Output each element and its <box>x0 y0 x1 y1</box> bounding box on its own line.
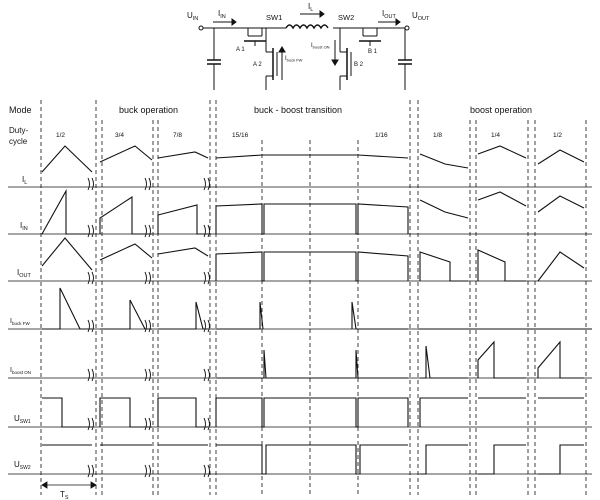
duty-6: 1/8 <box>433 132 442 139</box>
waveform-iboost <box>216 340 584 379</box>
output-terminal <box>404 25 410 31</box>
row-label-iout: IOUT <box>17 268 31 279</box>
mode-transition: buck - boost transition <box>254 105 342 115</box>
waveform-il <box>41 145 585 173</box>
a1-label: A 1 <box>236 47 245 53</box>
schematic-labels: UIN IIN SW1 IL SW2 IOUT UOUT A 1 A 2 B 1… <box>187 2 430 68</box>
row-label-usw1: USW1 <box>14 414 31 425</box>
mode-label: Mode <box>9 105 32 115</box>
waveform-usw2 <box>42 444 584 475</box>
duty-label-1: Duty- <box>9 126 28 135</box>
period-indicator <box>41 481 97 489</box>
break-marks <box>87 177 210 478</box>
row-label-iboost: Iboost ON <box>10 367 31 375</box>
iout-label: IOUT <box>382 9 396 20</box>
ibuck-label: Ibuck FW <box>285 56 303 63</box>
waveform-ibuck <box>42 287 592 330</box>
row-label-il: IL <box>22 175 27 186</box>
input-terminal <box>198 25 204 31</box>
waveforms <box>41 145 592 475</box>
mode-labels: buck operation buck - boost transition b… <box>119 105 532 115</box>
duty-label-2: cycle <box>9 137 28 146</box>
waveform-usw1 <box>42 397 584 428</box>
period-label: TS <box>60 490 69 500</box>
separators <box>40 100 587 495</box>
inductor <box>285 24 329 30</box>
waveform-iout <box>41 237 585 282</box>
row-baselines <box>8 186 592 475</box>
duty-1: 1/2 <box>56 132 65 139</box>
duty-3: 7/8 <box>173 132 182 139</box>
duty-8: 1/2 <box>553 132 562 139</box>
sw2-label: SW2 <box>338 13 354 22</box>
iboost-label: Iboost ON <box>311 43 330 50</box>
row-label-ibuck: Ibuck FW <box>10 318 30 326</box>
uout-label: UOUT <box>412 11 430 22</box>
duty-labels: 1/2 3/4 7/8 15/16 1/16 1/8 1/4 1/2 <box>56 132 562 139</box>
mode-boost: boost operation <box>470 105 532 115</box>
uin-label: UIN <box>187 11 198 22</box>
mode-buck: buck operation <box>119 105 178 115</box>
il-label: IL <box>308 2 313 13</box>
iin-label: IIN <box>218 9 226 20</box>
duty-5: 1/16 <box>375 132 388 139</box>
a2-label: A 2 <box>253 62 262 68</box>
row-labels: Mode Duty- cycle IL IIN IOUT Ibuck FW Ib… <box>9 105 32 471</box>
row-label-usw2: USW2 <box>14 460 31 471</box>
schematic <box>198 10 412 90</box>
duty-2: 3/4 <box>115 132 124 139</box>
duty-4: 15/16 <box>232 132 249 139</box>
b1-label: B 1 <box>368 49 378 55</box>
duty-7: 1/4 <box>491 132 500 139</box>
b2-label: B 2 <box>354 62 364 68</box>
row-label-iin: IIN <box>20 221 28 232</box>
waveform-iin <box>41 188 585 235</box>
sw1-label: SW1 <box>266 13 282 22</box>
